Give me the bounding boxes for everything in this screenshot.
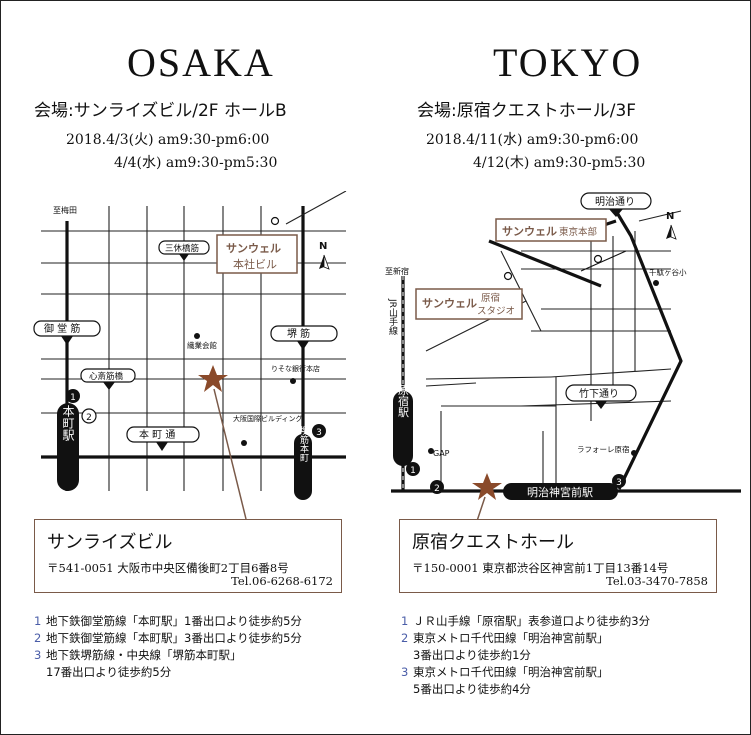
osaka-route-1: 1 地下鉄御堂筋線「本町駅」1番出口より徒歩約5分 — [34, 613, 302, 630]
tokyo-yamanote-label: JR山手線 — [387, 298, 398, 335]
osaka-north-arrow: N — [319, 241, 330, 270]
tokyo-address-name: 原宿クエストホール — [412, 532, 574, 553]
tokyo-address-tel: Tel.03-3470-7858 — [606, 574, 708, 588]
osaka-address-name: サンライズビル — [47, 532, 173, 553]
osaka-honmachi-station-label: 本町駅 — [61, 405, 75, 442]
osaka-honmachi-station — [57, 403, 79, 491]
tokyo-takeshita-label: 竹下通り — [579, 387, 619, 400]
tokyo-to-shinjuku-label: 至新宿 — [385, 266, 409, 276]
osaka-route-1-text: 地下鉄御堂筋線「本町駅」1番出口より徒歩約5分 — [46, 614, 302, 628]
tokyo-date-1: 2018.4/11(水) am9:30-pm6:00 — [426, 132, 639, 148]
tokyo-laforet-label: ラフォーレ原宿 — [577, 444, 630, 454]
tokyo-sanwell-hq: 東京本部 — [559, 226, 597, 238]
osaka-to-umeda-label: 至梅田 — [53, 205, 77, 215]
osaka-address-tel: Tel.06-6268-6172 — [231, 574, 333, 588]
osaka-exit-3: 3 — [316, 428, 322, 438]
tokyo-address-line: 〒150-0001 東京都渋谷区神宮前1丁目13番14号 — [412, 561, 669, 575]
tokyo-route-1-text: ＪＲ山手線「原宿駅」表参道口より徒歩約3分 — [413, 614, 651, 628]
tokyo-route-2-num: 2 — [401, 631, 409, 645]
tokyo-exit-3: 3 — [616, 478, 622, 488]
tokyo-sanwell-pin — [593, 254, 603, 264]
osaka-route-2: 2 地下鉄御堂筋線「本町駅」3番出口より徒歩約5分 — [34, 630, 302, 647]
tokyo-north-arrow: N — [666, 211, 677, 240]
osaka-senba-kaikan-label: 繊業会館 — [187, 340, 217, 350]
tokyo-route-3-num: 3 — [401, 665, 409, 679]
tokyo-routes: 1 ＪＲ山手線「原宿駅」表参道口より徒歩約3分 2 東京メトロ千代田線「明治神宮前駅… — [401, 613, 650, 698]
tokyo-studio-brand: サンウェル — [422, 297, 477, 310]
osaka-exit-1: 1 — [70, 393, 76, 403]
osaka-sanwell-pin — [270, 216, 280, 226]
tokyo-venue: 会場:原宿クエストホール/3F — [417, 101, 637, 121]
tokyo-sanwell-brand: サンウェル — [502, 225, 557, 238]
osaka-sankyubashi-label: 三休橋筋 — [165, 243, 199, 254]
tokyo-route-3-text: 東京メトロ千代田線「明治神宮前駅」 — [413, 665, 609, 679]
tokyo-venue-star — [472, 473, 502, 500]
tokyo-north-label: N — [666, 211, 674, 222]
osaka-date-1: 2018.4/3(火) am9:30-pm6:00 — [66, 132, 270, 148]
osaka-venue: 会場:サンライズビル/2F ホールB — [34, 101, 287, 121]
osaka-city-title: OSAKA — [127, 40, 275, 85]
tokyo-studio-box — [415, 288, 523, 320]
tokyo-harajuku-station-label: 原宿駅 — [397, 385, 410, 419]
tokyo-route-2: 2 東京メトロ千代田線「明治神宮前駅」 — [401, 630, 650, 647]
tokyo-exit-2: 2 — [434, 484, 440, 494]
osaka-route-1-num: 1 — [34, 614, 42, 628]
osaka-sanwell-sub: 本社ビル — [233, 257, 277, 271]
tokyo-route-1-num: 1 — [401, 614, 409, 628]
osaka-sanwell-box — [216, 234, 298, 274]
osaka-address-line: 〒541-0051 大阪市中央区備後町2丁目6番8号 — [47, 561, 289, 575]
tokyo-route-2-cont: 3番出口より徒歩約1分 — [413, 648, 531, 662]
osaka-resona-label: りそな銀行本店 — [271, 364, 320, 373]
tokyo-route-1: 1 ＪＲ山手線「原宿駅」表参道口より徒歩約3分 — [401, 613, 650, 630]
osaka-north-label: N — [319, 241, 327, 252]
tokyo-address-box: 原宿クエストホール 〒150-0001 東京都渋谷区神宮前1丁目13番14号 T… — [399, 519, 717, 593]
osaka-sakaisuji-honmachi-station — [294, 434, 312, 500]
tokyo-meiji-jingumae-label: 明治神宮前駅 — [527, 485, 593, 499]
tokyo-map: 至新宿 JR山手線 明治通り N サンウェル 東京本部 サンウェル 原宿 スタジ… — [385, 192, 741, 521]
tokyo-harajuku-station — [393, 391, 413, 466]
tokyo-route-3-cont: 5番出口より徒歩約4分 — [413, 682, 531, 696]
osaka-date-2: 4/4(水) am9:30-pm5:30 — [114, 155, 278, 171]
osaka-osaka-kokusai-label: 大阪国際ビルディング — [233, 414, 303, 423]
tokyo-gap-label: GAP — [433, 449, 450, 458]
tokyo-meiji-jingumae-station — [503, 483, 618, 500]
osaka-map: 至梅田 N サンウェル 本社ビル 三休橋筋 御 堂 筋 堺 筋 心斎筋橋 本 町… — [33, 191, 347, 520]
osaka-route-3-num: 3 — [34, 648, 42, 662]
osaka-venue-star — [198, 365, 228, 392]
tokyo-exit-1: 1 — [410, 466, 416, 476]
osaka-routes: 1 地下鉄御堂筋線「本町駅」1番出口より徒歩約5分 2 地下鉄御堂筋線「本町駅」3番… — [34, 613, 302, 681]
tokyo-studio-pin — [503, 271, 513, 281]
tokyo-city-title: TOKYO — [493, 40, 643, 85]
tokyo-studio-bottom: スタジオ — [477, 306, 515, 317]
osaka-route-2-text: 地下鉄御堂筋線「本町駅」3番出口より徒歩約5分 — [46, 631, 302, 645]
osaka-route-3-text: 地下鉄堺筋線・中央線「堺筋本町駅」 — [46, 648, 242, 662]
osaka-midosuji-label: 御 堂 筋 — [44, 322, 80, 335]
tokyo-route-2-text: 東京メトロ千代田線「明治神宮前駅」 — [413, 631, 609, 645]
osaka-route-3-cont: 17番出口より徒歩約5分 — [46, 665, 172, 679]
osaka-route-2-num: 2 — [34, 631, 42, 645]
tokyo-route-3: 3 東京メトロ千代田線「明治神宮前駅」 — [401, 664, 650, 681]
osaka-sakaisuji-honmachi-label: 堺筋本町 — [298, 425, 309, 462]
osaka-exit-2: 2 — [86, 413, 92, 423]
osaka-shinsaibashi-label: 心斎筋橋 — [89, 371, 124, 382]
osaka-honmachi-dori-label: 本 町 通 — [139, 428, 175, 441]
osaka-address-box: サンライズビル 〒541-0051 大阪市中央区備後町2丁目6番8号 Tel.0… — [34, 519, 342, 593]
tokyo-sanwell-box — [495, 218, 607, 242]
osaka-sanwell-brand: サンウェル — [226, 242, 281, 255]
tokyo-studio-top: 原宿 — [481, 292, 500, 304]
osaka-sakaisuji-label: 堺 筋 — [287, 327, 310, 340]
tokyo-sendagaya-label: 千駄ヶ谷小 — [649, 267, 687, 277]
osaka-route-3: 3 地下鉄堺筋線・中央線「堺筋本町駅」 — [34, 647, 302, 664]
tokyo-meiji-dori-label: 明治通り — [595, 195, 635, 208]
tokyo-date-2: 4/12(木) am9:30-pm5:30 — [473, 155, 646, 171]
